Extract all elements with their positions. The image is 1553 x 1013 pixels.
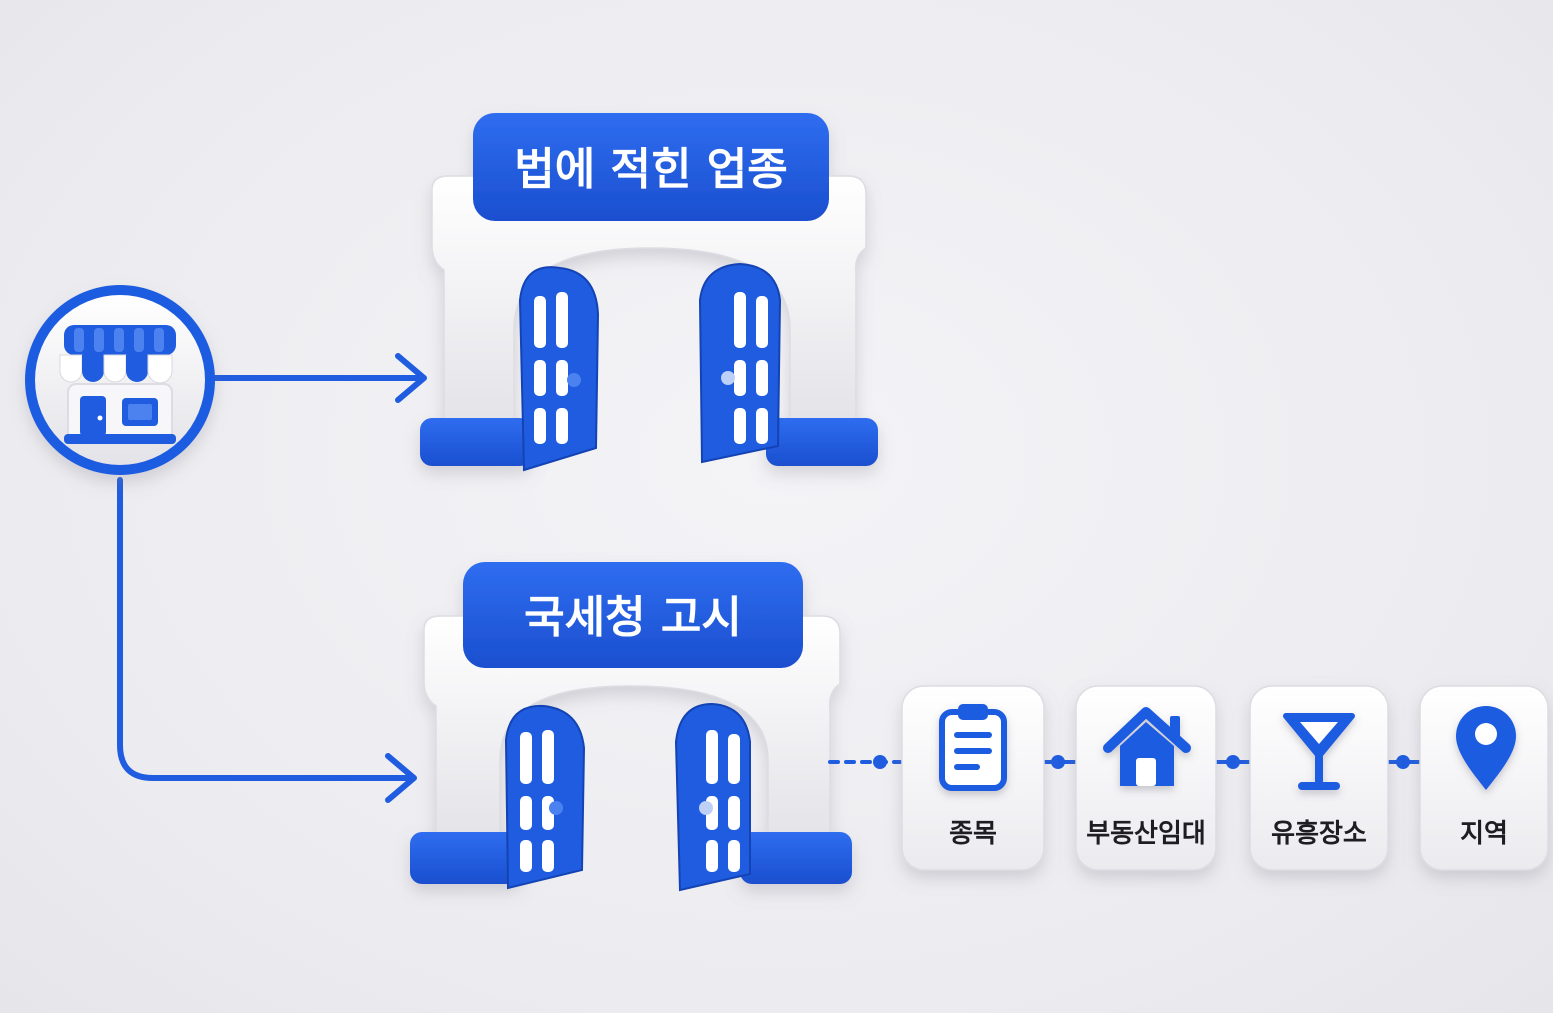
criteria-tile-real-estate: 부동산임대 [1075,685,1217,871]
criteria-tile-region: 지역 [1419,685,1549,871]
criteria-tile-entertainment: 유흥장소 [1249,685,1389,871]
criteria-chain [828,755,1422,769]
gate-law: 법에 적힌 업종 [420,113,878,472]
right-door-icon [698,262,782,464]
criteria-label: 지역 [1460,819,1508,849]
arrow-head-icon [385,753,417,803]
location-pin-icon [1456,706,1516,790]
cocktail-glass-icon [1283,713,1355,790]
gate-law-title: 법에 적힌 업종 [514,144,788,195]
clipboard-icon [939,704,1007,791]
left-door-icon [504,704,586,890]
left-door-icon [518,266,600,472]
storefront-icon [59,325,176,444]
house-icon [1103,707,1191,786]
criteria-label: 유흥장소 [1271,819,1367,849]
criteria-label: 부동산임대 [1086,819,1206,849]
gate-nts: 국세청 고시 [410,562,852,892]
connector-to-law-gate [212,353,427,403]
criteria-label: 종목 [949,819,997,849]
arrow-head-icon [395,353,427,403]
right-door-icon [674,702,751,892]
gate-nts-title: 국세청 고시 [524,592,742,643]
connector-to-nts-gate [117,477,417,803]
criteria-tile-item: 종목 [901,685,1045,871]
